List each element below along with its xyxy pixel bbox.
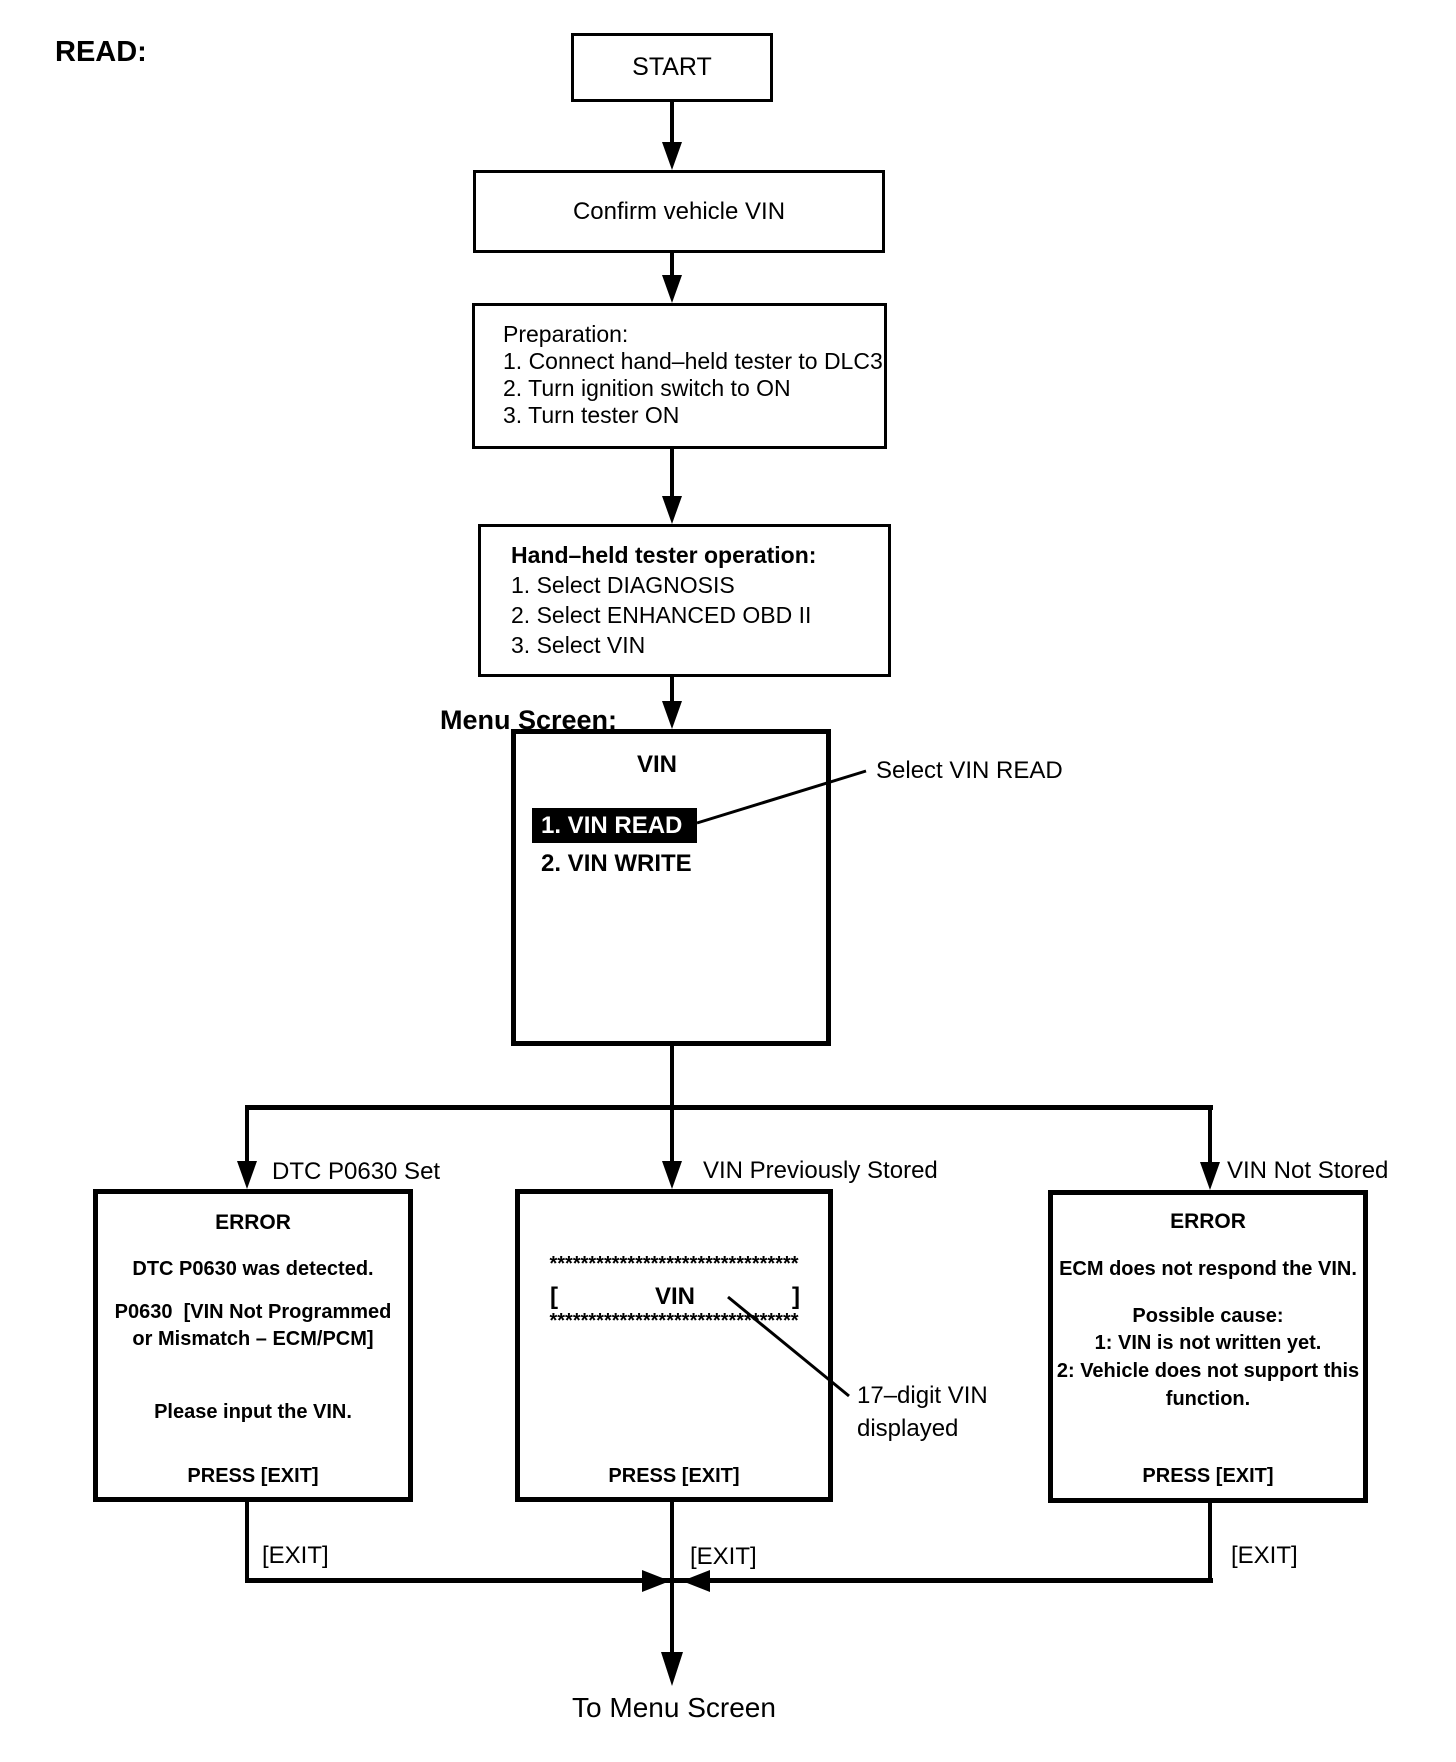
error-box-ecm-line2: Possible cause:: [1132, 1305, 1284, 1327]
start-label: START: [632, 53, 712, 81]
digit-vin-annotation-line1: 17–digit VIN: [857, 1382, 988, 1409]
arrowhead-converge-right: [682, 1570, 710, 1592]
preparation-item-2: 2. Turn ignition switch to ON: [503, 375, 791, 401]
vin-display-box: ******************************** [ VIN ]…: [515, 1189, 833, 1502]
exit-line-right: [1208, 1503, 1212, 1583]
arrowhead-start-confirm: [662, 142, 682, 170]
error-box-dtc-title: ERROR: [215, 1211, 291, 1234]
branch-drop-middle: [670, 1105, 674, 1161]
branch-drop-right: [1208, 1105, 1212, 1162]
error-box-dtc-line2: P0630 [VIN Not Programmed: [114, 1301, 392, 1323]
branch-label-dtc-set: DTC P0630 Set: [272, 1158, 441, 1185]
connector-preparation-tester: [670, 449, 674, 497]
connector-confirm-preparation: [670, 253, 674, 277]
menu-title: VIN: [636, 751, 677, 778]
exit-label-left: [EXIT]: [262, 1542, 329, 1569]
arrowhead-to-menu-screen: [661, 1652, 683, 1686]
error-box-ecm-line3: 1: VIN is not written yet.: [1094, 1332, 1322, 1354]
connector-start-confirm: [670, 101, 674, 145]
converge-horizontal-line: [245, 1578, 1213, 1583]
start-box: START: [571, 33, 773, 102]
tester-item-3: 3. Select VIN: [511, 632, 646, 658]
digit-vin-annotation-line2: displayed: [857, 1415, 959, 1442]
confirm-label: Confirm vehicle VIN: [572, 197, 786, 225]
confirm-box: Confirm vehicle VIN: [473, 170, 885, 253]
arrowhead-confirm-preparation: [662, 275, 682, 303]
tester-item-2: 2. Select ENHANCED OBD II: [511, 602, 812, 628]
preparation-title: Preparation:: [503, 321, 629, 347]
branch-drop-left: [245, 1105, 249, 1161]
branch-horizontal-line: [245, 1105, 1213, 1110]
arrowhead-branch-middle: [662, 1161, 682, 1189]
arrowhead-branch-left: [237, 1161, 257, 1189]
branch-label-vin-not-stored: VIN Not Stored: [1227, 1157, 1389, 1184]
vin-display-title: VIN: [654, 1283, 695, 1310]
arrowhead-preparation-tester: [662, 496, 682, 524]
preparation-item-3: 3. Turn tester ON: [503, 402, 680, 428]
error-box-ecm-line4: 2: Vehicle does not support this: [1056, 1360, 1360, 1382]
preparation-item-1: 1. Connect hand–held tester to DLC3: [503, 348, 883, 374]
connector-tester-menu: [670, 677, 674, 703]
error-box-dtc-press-exit: PRESS [EXIT]: [187, 1465, 319, 1487]
vin-display-row: [ VIN ]: [550, 1283, 800, 1311]
vin-display-asterisks-bottom: ********************************: [549, 1310, 799, 1332]
error-box-ecm-press-exit: PRESS [EXIT]: [1142, 1465, 1274, 1487]
exit-label-right: [EXIT]: [1231, 1542, 1298, 1569]
error-box-dtc-line3: or Mismatch – ECM/PCM]: [132, 1328, 374, 1350]
branch-label-vin-stored: VIN Previously Stored: [703, 1157, 938, 1184]
tester-operation-box: Hand–held tester operation: 1. Select DI…: [478, 524, 891, 677]
vin-bracket-close: ]: [791, 1283, 800, 1310]
error-box-dtc-line1: DTC P0630 was detected.: [132, 1258, 374, 1280]
error-box-ecm: ERROR ECM does not respond the VIN. Poss…: [1048, 1190, 1368, 1503]
vin-bracket-open: [: [550, 1283, 558, 1310]
error-box-ecm-line1: ECM does not respond the VIN.: [1059, 1258, 1357, 1280]
vin-display-asterisks-top: ********************************: [549, 1253, 799, 1275]
arrowhead-tester-menu: [662, 701, 682, 729]
menu-screen-box: VIN 1. VIN READ 2. VIN WRITE: [511, 729, 831, 1046]
arrowhead-branch-right: [1200, 1162, 1220, 1190]
connector-menu-branch: [670, 1046, 674, 1108]
error-box-dtc: ERROR DTC P0630 was detected. P0630 [VIN…: [93, 1189, 413, 1502]
error-box-ecm-title: ERROR: [1170, 1210, 1246, 1233]
arrowhead-converge-left: [642, 1570, 670, 1592]
error-box-dtc-line4: Please input the VIN.: [154, 1401, 352, 1423]
exit-line-left: [245, 1502, 249, 1583]
to-menu-screen-label: To Menu Screen: [572, 1692, 776, 1723]
menu-item-vin-write: 2. VIN WRITE: [541, 850, 692, 877]
error-box-ecm-line5: function.: [1165, 1388, 1251, 1410]
vin-display-press-exit: PRESS [EXIT]: [608, 1465, 740, 1487]
exit-line-middle: [670, 1502, 674, 1583]
select-vin-read-label: Select VIN READ: [876, 757, 1063, 784]
exit-label-middle: [EXIT]: [690, 1543, 757, 1570]
read-heading: READ:: [55, 36, 147, 68]
tester-item-1: 1. Select DIAGNOSIS: [511, 572, 735, 598]
connector-to-menu-screen: [670, 1583, 674, 1654]
preparation-box: Preparation: 1. Connect hand–held tester…: [472, 303, 887, 449]
tester-operation-title: Hand–held tester operation:: [511, 542, 817, 568]
menu-item-vin-read: 1. VIN READ: [532, 808, 697, 843]
